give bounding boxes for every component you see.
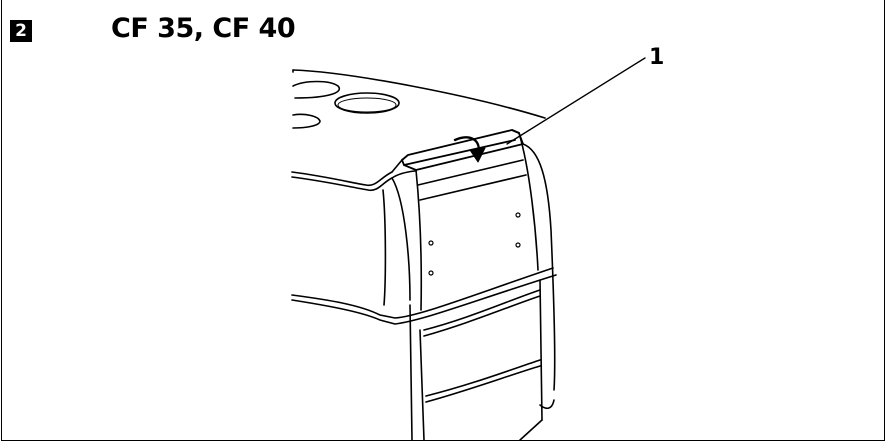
opening-left-top [292,80,341,99]
opening-left-bottom [292,113,321,129]
callout-1-leader [506,57,646,145]
printer-lower-section [409,279,555,441]
figure-title: CF 35, CF 40 [111,13,296,44]
figure-number-badge: 2 [10,20,32,42]
opening-right [334,92,400,114]
cover-openings [292,80,400,129]
printer-top-cover [291,69,546,192]
callout-label-1: 1 [649,45,665,70]
panel-screws [428,212,521,276]
printer-front-side [291,132,557,391]
curved-down-arrow-icon [453,136,486,163]
